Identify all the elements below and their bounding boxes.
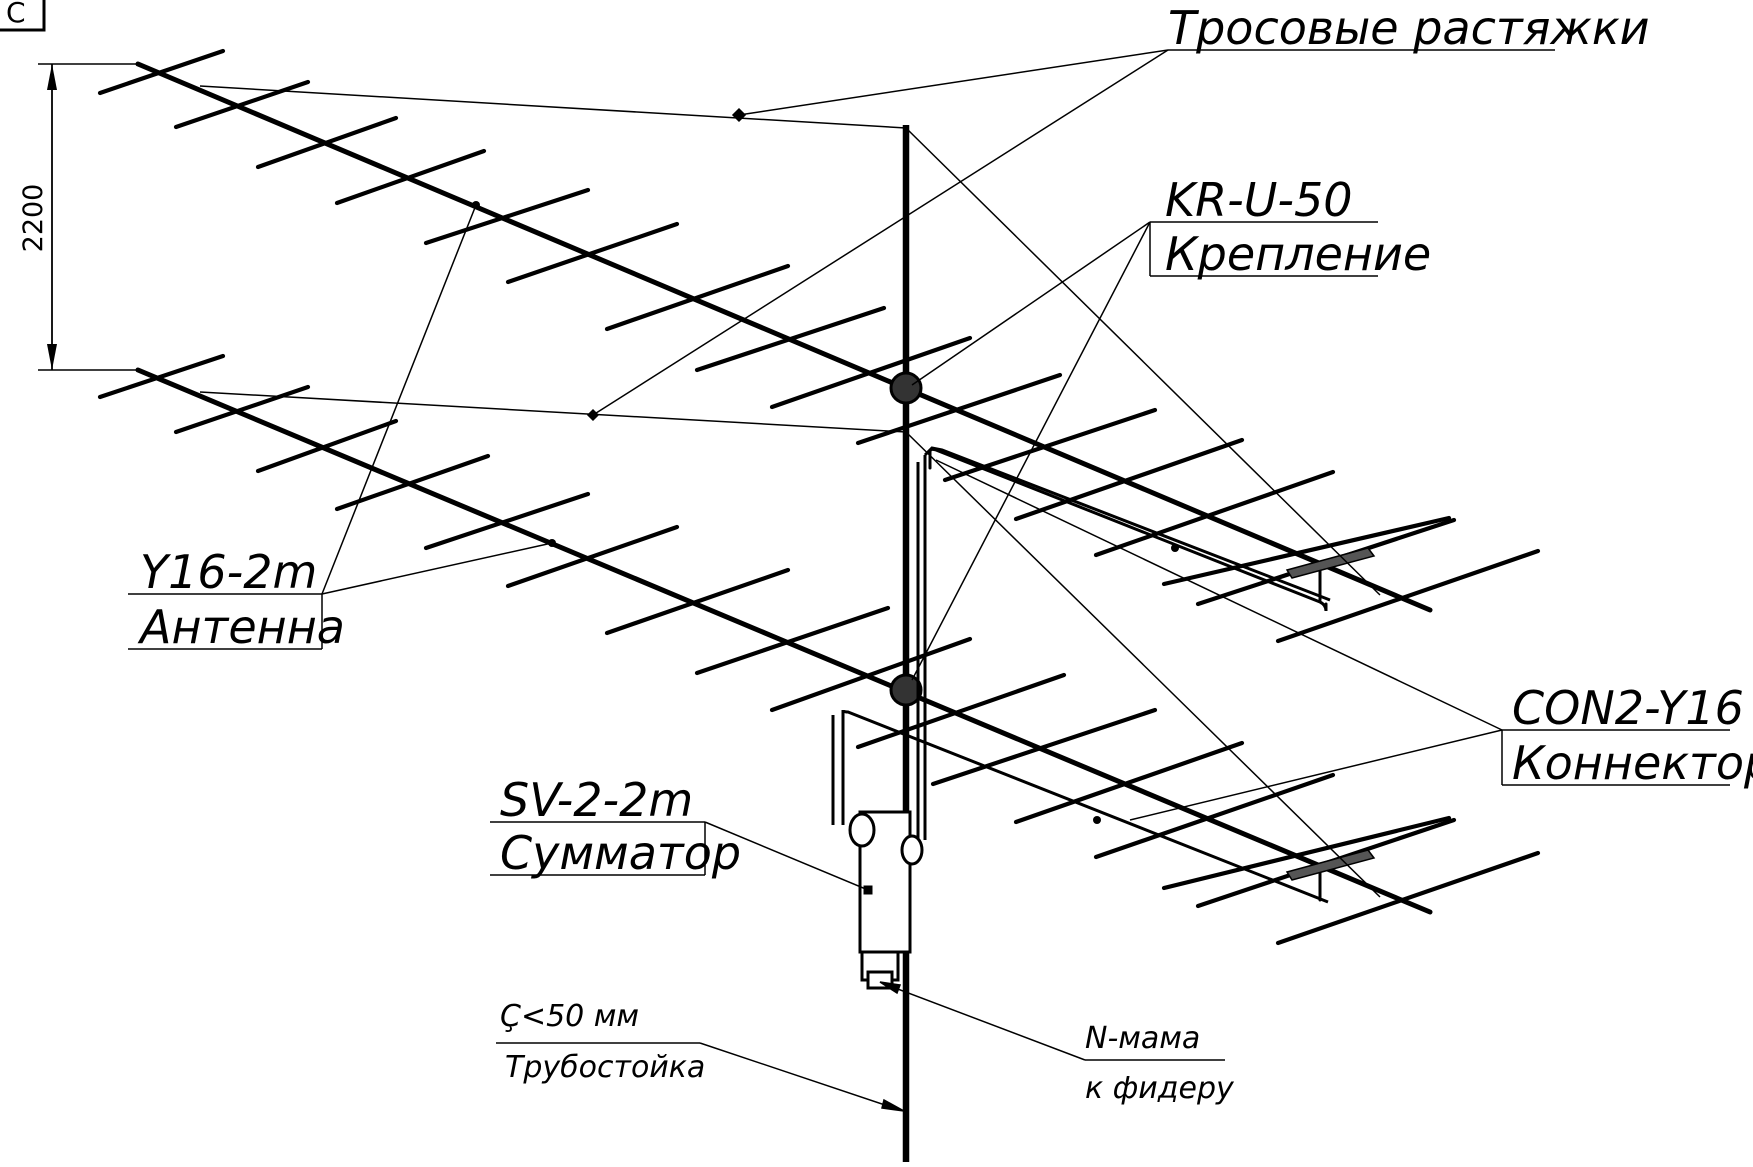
dimension-value: 2200 [18, 184, 49, 253]
upper-antenna-boom [135, 61, 1433, 613]
combiner-label: Сумматор [500, 826, 741, 880]
feeder-cables [831, 446, 1331, 904]
lower-mount-clamp [889, 673, 923, 707]
callout-connector: CON2-Y16 Коннектор [1512, 681, 1753, 790]
sheet-corner-mark: C [6, 0, 26, 29]
antenna-part-number: Y16-2m [140, 545, 317, 599]
mast-label: Трубостойка [505, 1050, 705, 1085]
lower-antenna-elements [97, 353, 1541, 946]
combiner-part-number: SV-2-2m [500, 773, 693, 827]
upper-antenna [97, 48, 1541, 644]
callout-combiner: SV-2-2m Сумматор [500, 773, 741, 880]
mast-spec: Ç<50 мм [500, 999, 639, 1034]
antenna-label: Антенна [137, 600, 345, 654]
callout-feeder-connector: N-мама к фидеру [1085, 1021, 1235, 1106]
upper-mount-clamp [889, 371, 923, 405]
mount-part-number: KR-U-50 [1165, 173, 1353, 227]
feeder-connector-type: N-мама [1085, 1021, 1200, 1056]
feeder-connector-label: к фидеру [1085, 1071, 1235, 1106]
callout-mast: Ç<50 мм Трубостойка [500, 999, 705, 1085]
sheet-corner-frame: C [0, 0, 46, 32]
combiner-body [848, 810, 924, 990]
boom-marker-dots [472, 201, 1179, 824]
lower-antenna [97, 353, 1541, 946]
connector-label: Коннектор [1512, 736, 1753, 790]
upper-antenna-elements [97, 48, 1541, 644]
connector-part-number: CON2-Y16 [1512, 681, 1744, 735]
leader-lines [128, 49, 1730, 1112]
callout-antenna: Y16-2m Антенна [137, 545, 345, 654]
mount-label: Крепление [1165, 227, 1431, 281]
stack-spacing-dimension: 2200 [18, 63, 140, 371]
guy-wires-label: Тросовые растяжки [1168, 1, 1650, 55]
lower-antenna-boom [135, 367, 1433, 915]
callout-guy-wires: Тросовые растяжки [1168, 1, 1650, 55]
callout-mount: KR-U-50 Крепление [1165, 173, 1431, 281]
